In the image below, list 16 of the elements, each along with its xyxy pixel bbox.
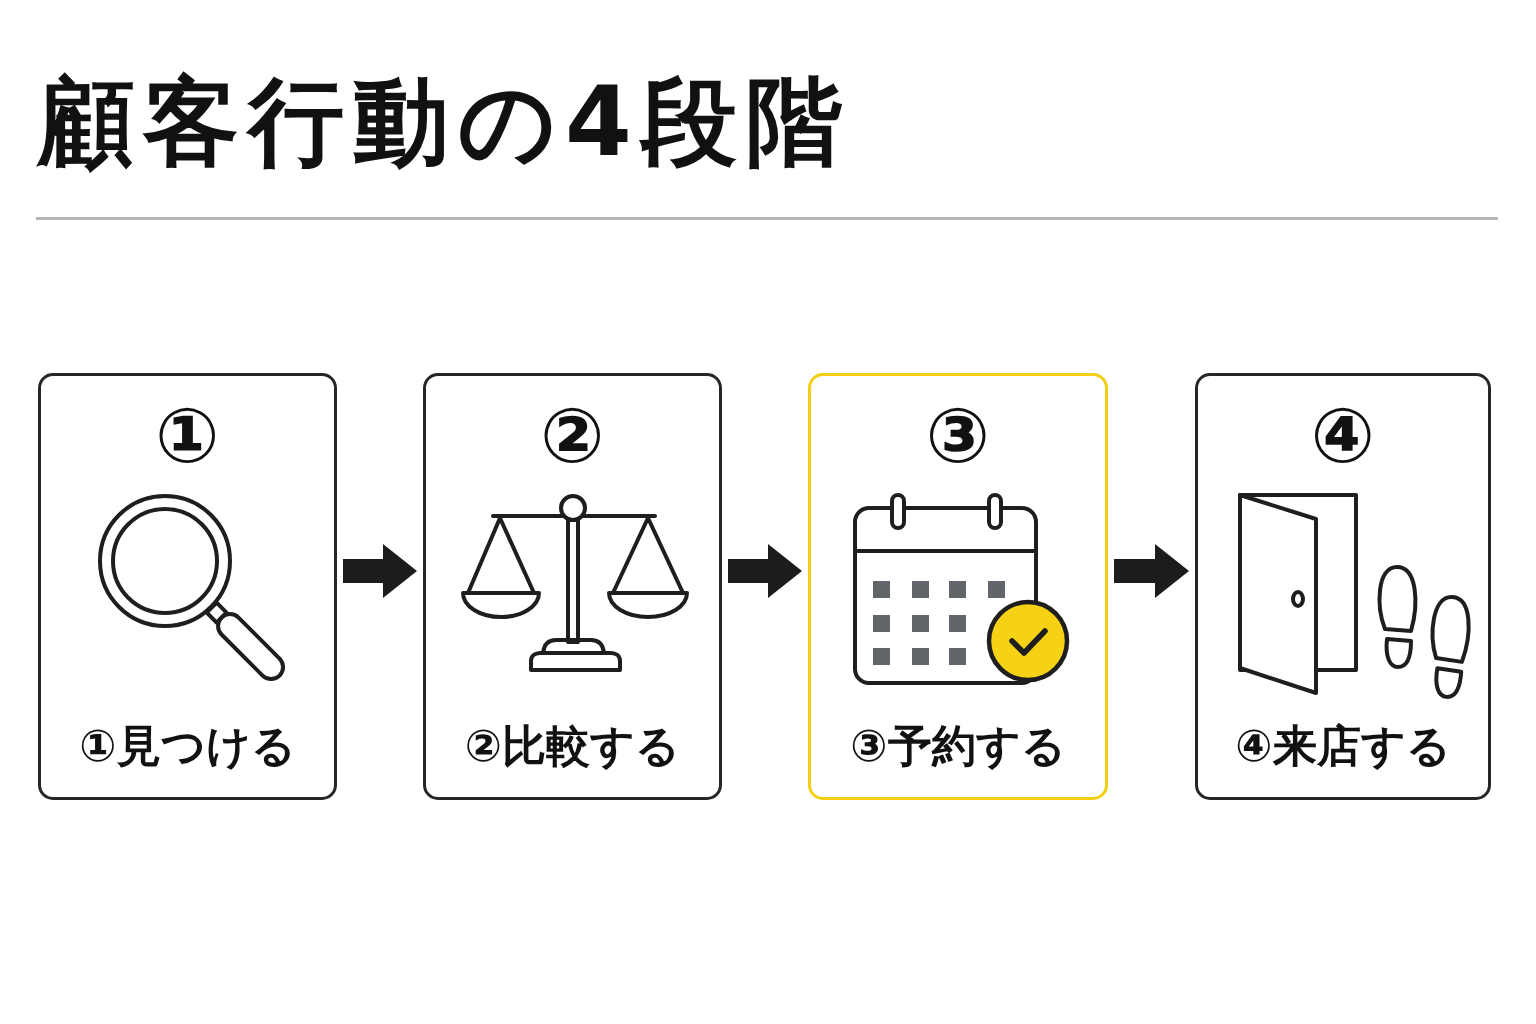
arrow bbox=[728, 544, 802, 598]
arrow bbox=[1114, 544, 1189, 598]
step-label: ③予約する bbox=[850, 719, 1066, 773]
step-number: ① bbox=[155, 392, 220, 480]
step-label: ②比較する bbox=[464, 719, 681, 773]
step-card bbox=[38, 373, 337, 800]
step-label: ①見つける bbox=[79, 719, 296, 773]
step-card bbox=[1195, 373, 1491, 800]
arrow bbox=[343, 544, 417, 598]
step-number: ④ bbox=[1310, 392, 1376, 480]
step-label: ④来店する bbox=[1235, 719, 1451, 773]
step-number: ② bbox=[540, 392, 605, 480]
step-number: ③ bbox=[925, 392, 991, 480]
step-card bbox=[808, 373, 1108, 800]
title: 顧客行動の4段階 bbox=[38, 72, 851, 173]
step-card bbox=[423, 373, 722, 800]
